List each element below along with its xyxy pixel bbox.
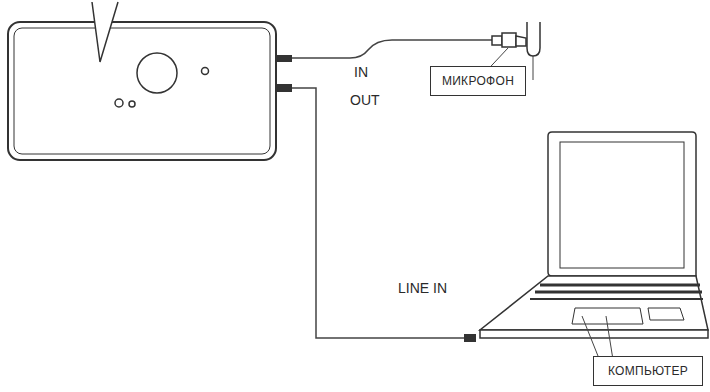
- port-label: LINE IN: [396, 280, 449, 296]
- microphone: [492, 22, 540, 56]
- device-led: [202, 68, 209, 75]
- computer-label-box: КОМПЬЮТЕР: [593, 356, 703, 386]
- device-notch: [92, 2, 118, 62]
- in-jack: [276, 55, 292, 62]
- device-panel: [14, 28, 270, 154]
- box-text: КОМПЬЮТЕР: [608, 364, 688, 378]
- laptop: [480, 132, 708, 338]
- line-cable: [292, 88, 468, 338]
- device-button: [115, 99, 123, 107]
- microphone-label-box: МИКРОФОН: [430, 66, 526, 96]
- jack-label: IN: [352, 64, 370, 80]
- mic-cable: [292, 40, 492, 58]
- jack-label: OUT: [348, 92, 382, 108]
- out-jack: [276, 84, 292, 92]
- device-button: [129, 101, 135, 107]
- leader-line: [533, 56, 534, 80]
- device-housing: [8, 22, 276, 160]
- box-text: МИКРОФОН: [442, 74, 514, 88]
- line-plug: [464, 334, 476, 342]
- device-knob: [137, 53, 177, 93]
